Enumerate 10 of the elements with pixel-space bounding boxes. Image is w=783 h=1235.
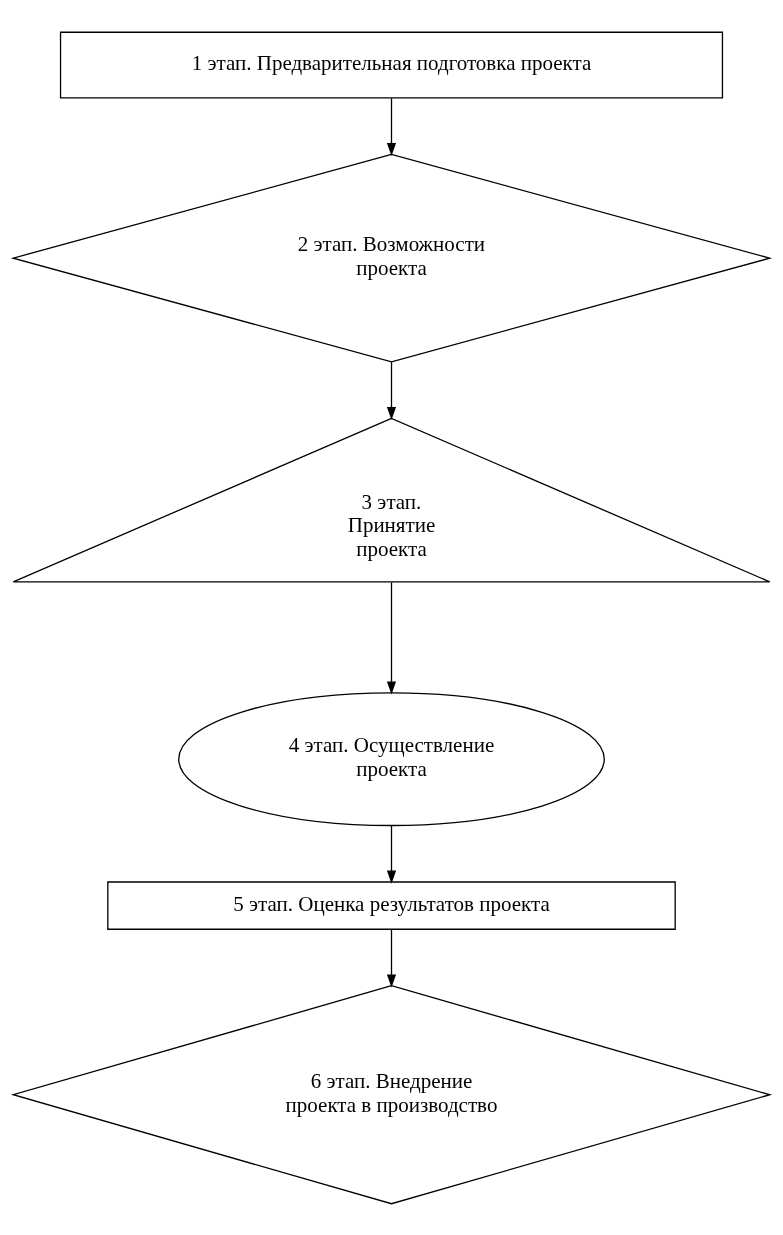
- arrow: [386, 928, 397, 988]
- arrow: [386, 361, 397, 420]
- node-diamond: 6 этап. Внедрение проекта в производство: [10, 984, 773, 1204]
- node-box: 1 этап. Предварительная подготовка проекта: [59, 31, 724, 99]
- node-ellipse: 4 этап. Осуществление проекта: [178, 691, 605, 826]
- arrow: [386, 97, 397, 156]
- arrow: [386, 824, 397, 884]
- node-diamond: 2 этап. Возможности проекта: [10, 153, 773, 363]
- arrow: [386, 581, 397, 695]
- node-box: 5 этап. Оценка результатов проекта: [107, 880, 676, 930]
